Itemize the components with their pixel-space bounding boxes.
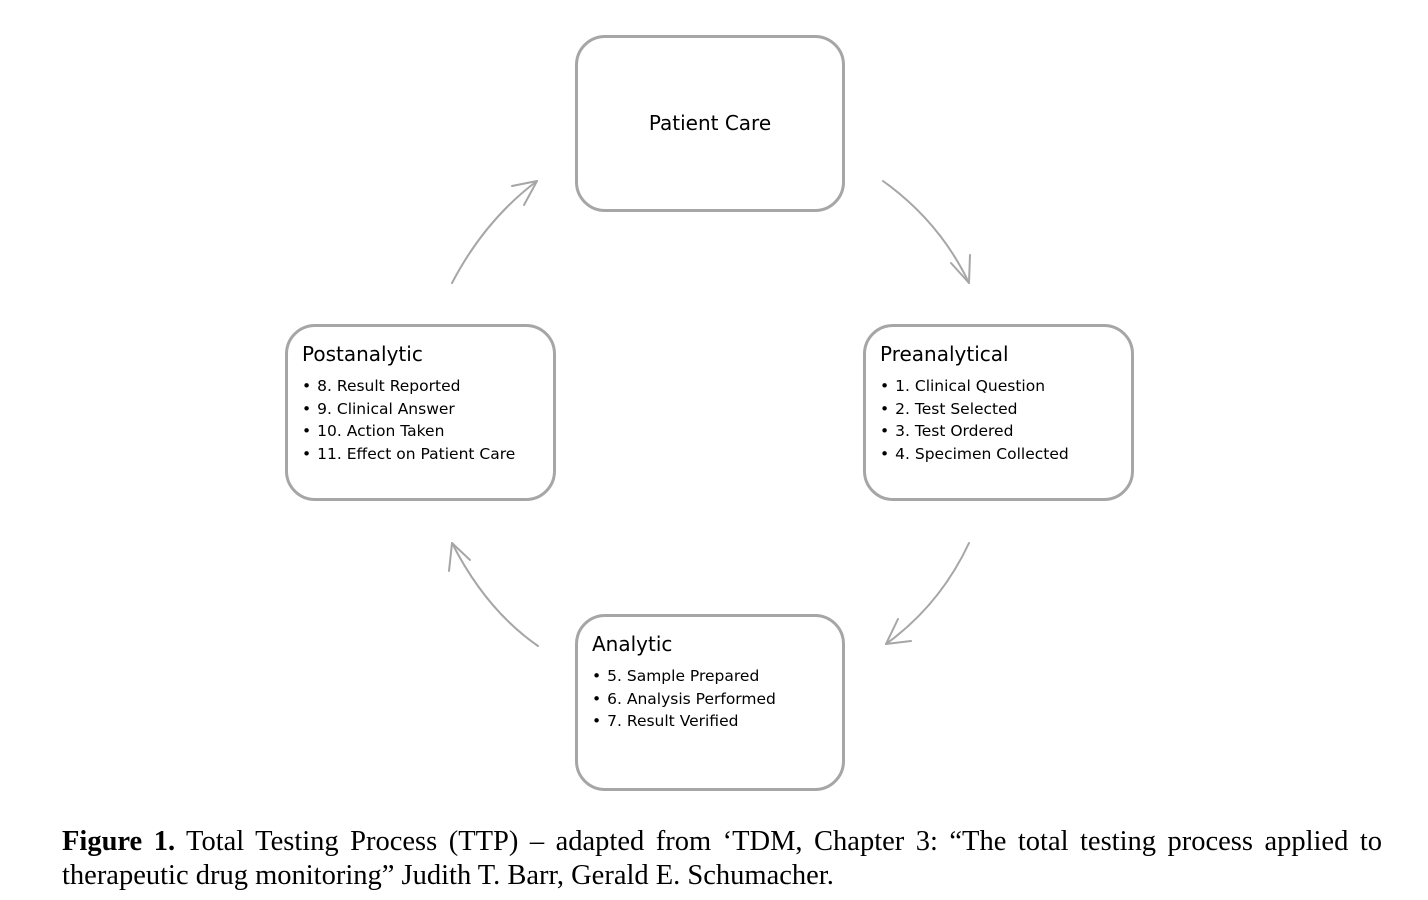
figure-caption: Figure 1. Total Testing Process (TTP) – …	[62, 825, 1382, 893]
node-title: Analytic	[592, 632, 673, 656]
node-item: 5. Sample Prepared	[592, 665, 776, 688]
node-item: 6. Analysis Performed	[592, 688, 776, 711]
node-item: 8. Result Reported	[302, 375, 515, 398]
node-item: 11. Effect on Patient Care	[302, 443, 515, 466]
node-item: 10. Action Taken	[302, 420, 515, 443]
node-item: 7. Result Verified	[592, 710, 776, 733]
node-item: 9. Clinical Answer	[302, 398, 515, 421]
node-title: Patient Care	[648, 111, 772, 135]
node-item: 3. Test Ordered	[880, 420, 1069, 443]
node-title: Preanalytical	[880, 342, 1009, 366]
node-analytic: Analytic 5. Sample Prepared 6. Analysis …	[575, 614, 845, 791]
caption-text: Total Testing Process (TTP) – adapted fr…	[62, 825, 1382, 891]
node-item-list: 5. Sample Prepared 6. Analysis Performed…	[592, 665, 776, 733]
arrow-postanalytic-to-patient-care	[451, 180, 538, 284]
node-patient-care: Patient Care	[575, 35, 845, 212]
node-postanalytic: Postanalytic 8. Result Reported 9. Clini…	[285, 324, 556, 501]
node-item-list: 1. Clinical Question 2. Test Selected 3.…	[880, 375, 1069, 465]
node-title: Postanalytic	[302, 342, 423, 366]
node-item: 1. Clinical Question	[880, 375, 1069, 398]
arrow-patient-care-to-preanalytical	[882, 180, 971, 284]
node-item: 4. Specimen Collected	[880, 443, 1069, 466]
node-item: 2. Test Selected	[880, 398, 1069, 421]
arrow-preanalytical-to-analytic	[885, 542, 970, 645]
figure-label: Figure 1.	[62, 825, 176, 857]
node-preanalytical: Preanalytical 1. Clinical Question 2. Te…	[863, 324, 1134, 501]
arrow-analytic-to-postanalytic	[448, 542, 539, 647]
node-item-list: 8. Result Reported 9. Clinical Answer 10…	[302, 375, 515, 465]
